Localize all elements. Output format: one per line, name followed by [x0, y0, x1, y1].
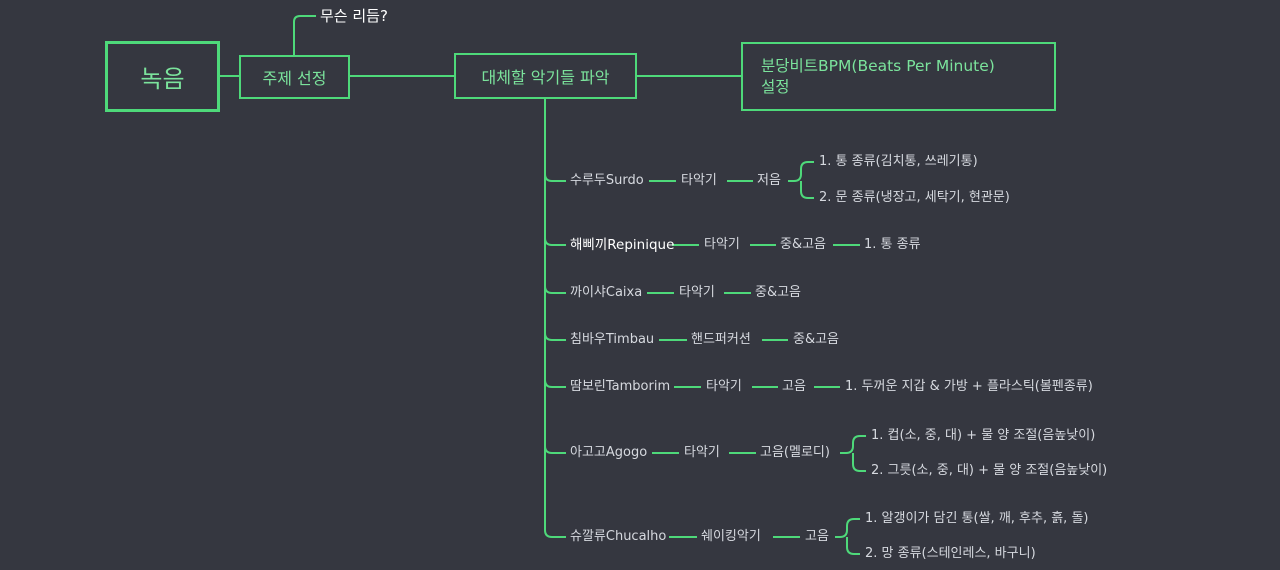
instrument-pitch-timbau[interactable]: 중&고음 [793, 332, 840, 347]
detail-surdo-1[interactable]: 1. 통 종류(김치통, 쓰레기통) [819, 154, 978, 169]
instrument-type-caixa[interactable]: 타악기 [679, 285, 715, 300]
bpm-label-line2: 설정 [761, 77, 790, 96]
instrument-pitch-chucalho[interactable]: 고음 [805, 529, 829, 544]
rhythm-label[interactable]: 무슨 리듬? [320, 7, 388, 25]
detail-repinique-1[interactable]: 1. 통 종류 [864, 237, 921, 252]
instrument-pitch-repinique[interactable]: 중&고음 [780, 237, 827, 252]
detail-chucalho-2[interactable]: 2. 망 종류(스테인레스, 바구니) [865, 546, 1036, 561]
root-label: 녹음 [140, 65, 185, 93]
instrument-name-tamborim[interactable]: 땀보린Tamborim [570, 379, 671, 394]
instrument-pitch-agogo[interactable]: 고음(멜로디) [760, 445, 830, 460]
instrument-type-timbau[interactable]: 핸드퍼커션 [691, 332, 751, 347]
topic-label: 주제 선정 [262, 69, 327, 88]
instrument-name-repinique[interactable]: 해삐끼Repinique [570, 237, 675, 253]
instrument-pitch-tamborim[interactable]: 고음 [782, 379, 806, 394]
instrument-name-caixa[interactable]: 까이샤Caixa [570, 285, 643, 300]
bpm-node[interactable]: 분당비트BPM(Beats Per Minute) 설정 [741, 42, 1056, 111]
detail-agogo-1[interactable]: 1. 컵(소, 중, 대) + 물 양 조절(음높낮이) [871, 428, 1096, 443]
instrument-type-surdo[interactable]: 타악기 [681, 173, 717, 188]
identify-label: 대체할 악기들 파악 [481, 68, 610, 87]
instrument-type-repinique[interactable]: 타악기 [704, 237, 740, 252]
root-node[interactable]: 녹음 [105, 41, 220, 112]
instrument-name-timbau[interactable]: 침바우Timbau [570, 332, 655, 347]
instrument-name-agogo[interactable]: 아고고Agogo [570, 445, 648, 460]
instrument-type-agogo[interactable]: 타악기 [684, 445, 720, 460]
detail-agogo-2[interactable]: 2. 그릇(소, 중, 대) + 물 양 조절(음높낮이) [871, 463, 1108, 478]
detail-chucalho-1[interactable]: 1. 알갱이가 담긴 통(쌀, 깨, 후추, 흙, 돌) [865, 511, 1089, 526]
identify-node[interactable]: 대체할 악기들 파악 [454, 53, 637, 99]
topic-node[interactable]: 주제 선정 [239, 55, 350, 99]
detail-surdo-2[interactable]: 2. 문 종류(냉장고, 세탁기, 현관문) [819, 190, 1010, 205]
instrument-pitch-caixa[interactable]: 중&고음 [755, 285, 802, 300]
instrument-name-chucalho[interactable]: 슈깔류Chucalho [570, 529, 667, 544]
detail-tamborim-1[interactable]: 1. 두꺼운 지갑 & 가방 + 플라스틱(볼펜종류) [845, 379, 1093, 394]
bpm-label-line1: 분당비트BPM(Beats Per Minute) [761, 56, 995, 75]
instrument-type-chucalho[interactable]: 쉐이킹악기 [701, 529, 761, 544]
instrument-type-tamborim[interactable]: 타악기 [706, 379, 742, 394]
instrument-pitch-surdo[interactable]: 저음 [757, 173, 781, 188]
instrument-name-surdo[interactable]: 수루두Surdo [570, 173, 644, 188]
